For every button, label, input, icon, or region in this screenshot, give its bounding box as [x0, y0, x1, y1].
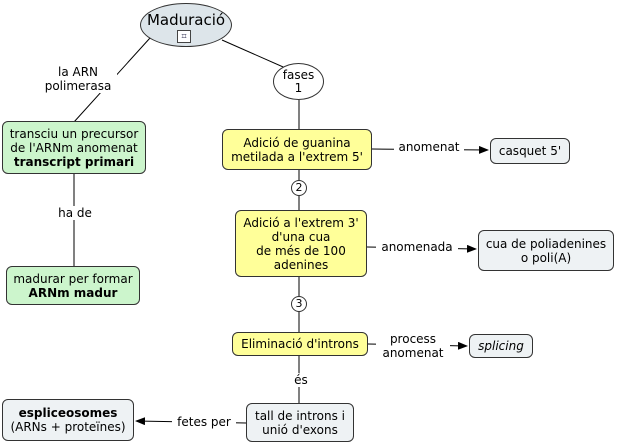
label-fetes-per: fetes per	[172, 415, 236, 429]
step-3-badge: 3	[291, 296, 307, 312]
link-root-fases	[221, 39, 291, 71]
transcriu-node: transciu un precursor de l'ARNm anomenat…	[2, 121, 146, 174]
label-process-anomenat: process anomenat	[376, 332, 450, 360]
label-es: és	[289, 373, 313, 387]
introns-node: Eliminació d'introns	[232, 332, 368, 356]
espliceosomes-node: espliceosomes (ARNs + proteïnes)	[2, 399, 134, 441]
root-title: Maduració	[146, 11, 226, 29]
fases-node: fases 1	[273, 63, 324, 100]
label-anomenat: anomenat	[394, 140, 464, 154]
madurar-node: madurar per formar ARNm madur	[6, 266, 140, 305]
label-arn-polimerasa: la ARN polimerasa	[39, 65, 117, 93]
splicing-node: splicing	[469, 334, 533, 358]
guanina-node: Adició de guanina metilada a l'extrem 5'	[222, 129, 372, 170]
label-ha-de: ha de	[54, 206, 96, 220]
tall-node: tall de introns i unió d'exons	[246, 403, 354, 442]
concept-map-icon[interactable]: ⌗	[177, 30, 191, 43]
label-anomenada: anomenada	[376, 240, 458, 254]
extrem3-node: Adició a l'extrem 3' d'una cua de més de…	[235, 210, 367, 277]
casquet-node: casquet 5'	[490, 138, 570, 164]
cua-node: cua de poliadenines o poli(A)	[478, 230, 614, 271]
step-2-badge: 2	[291, 180, 307, 196]
